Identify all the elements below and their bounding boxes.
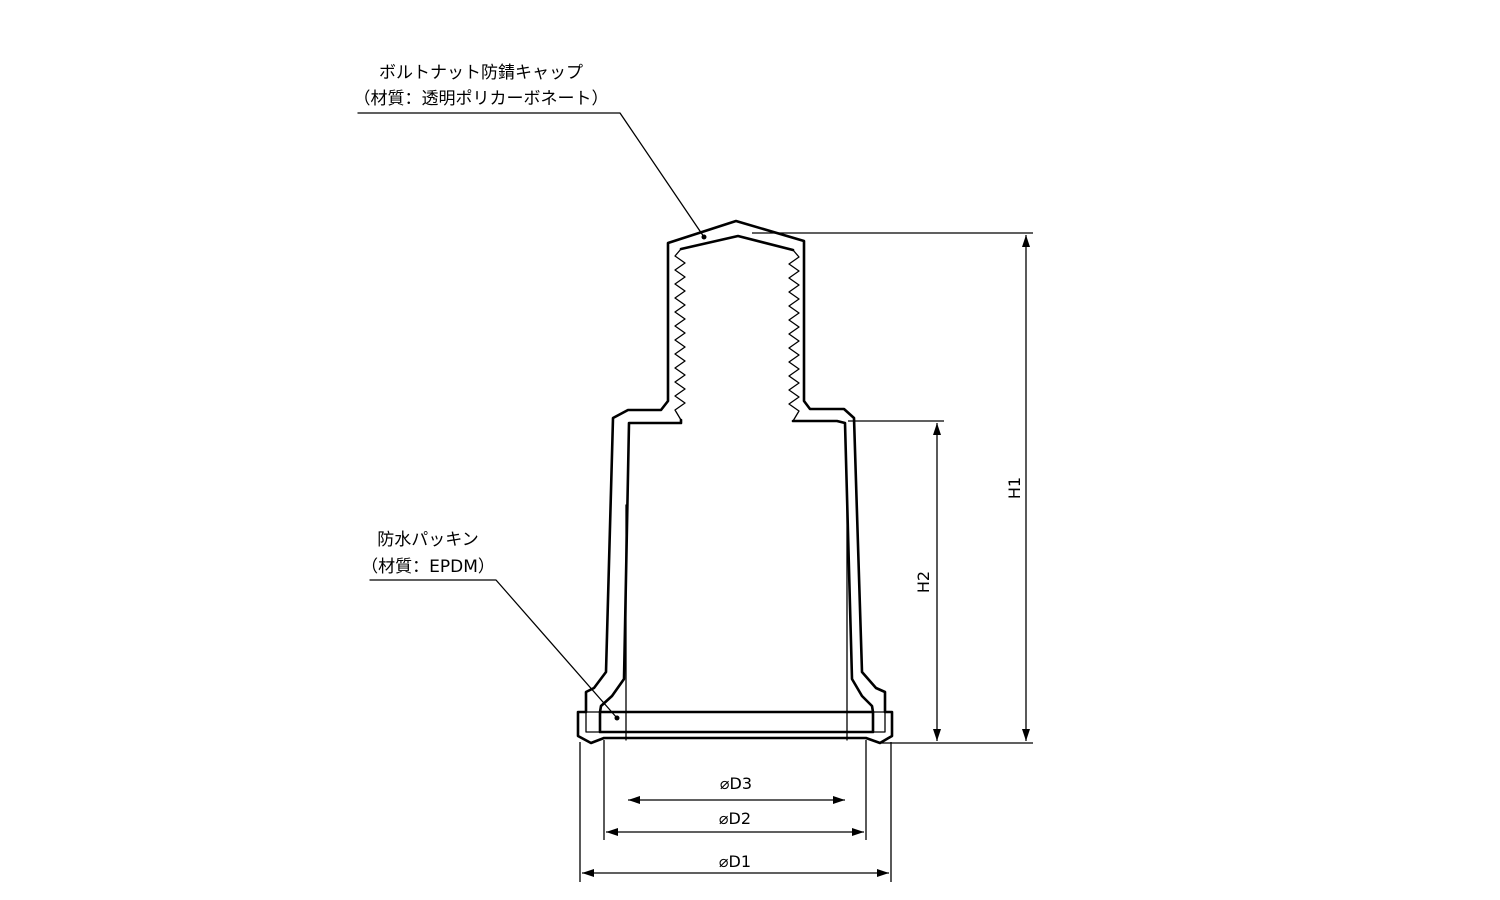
packing-leader-dot [614, 715, 620, 721]
dimension-h2: H2 [848, 420, 944, 741]
packing-ring [585, 710, 886, 734]
cap-inner-profile-right [791, 419, 875, 714]
cap-inner-profile [598, 418, 683, 714]
packing-right-lip [872, 711, 886, 733]
h1-label: H1 [1005, 477, 1024, 499]
packing-label-name: 防水パッキン [377, 530, 479, 550]
h2-label: H2 [914, 571, 933, 593]
thread-left [674, 248, 686, 421]
packing-label-material: （材質：EPDM） [361, 557, 495, 577]
dimension-h1: H1 [752, 232, 1033, 744]
dimension-d3: ⌀D3 [628, 774, 845, 804]
dimension-d1: ⌀D1 [579, 742, 892, 882]
packing-leader-line [369, 579, 618, 719]
thread-right [788, 249, 800, 422]
cap-inner-apex [679, 234, 795, 252]
cap-callout: ボルトナット防錆キャップ （材質：透明ポリカーボネート） [354, 63, 707, 240]
cap-outer-profile [576, 219, 894, 745]
packing-left-lip [585, 711, 601, 733]
cap-leader-line [357, 112, 705, 238]
d1-label: ⌀D1 [719, 852, 751, 871]
d2-label: ⌀D2 [719, 809, 751, 828]
cap-label-material: （材質：透明ポリカーボネート） [354, 89, 609, 109]
cap-body [576, 219, 894, 745]
cap-label-name: ボルトナット防錆キャップ [379, 63, 583, 83]
packing-band [598, 710, 875, 734]
cap-leader-dot [701, 234, 707, 240]
dimension-d2: ⌀D2 [603, 740, 867, 840]
d3-label: ⌀D3 [720, 774, 752, 793]
packing-callout: 防水パッキン （材質：EPDM） [361, 530, 620, 721]
